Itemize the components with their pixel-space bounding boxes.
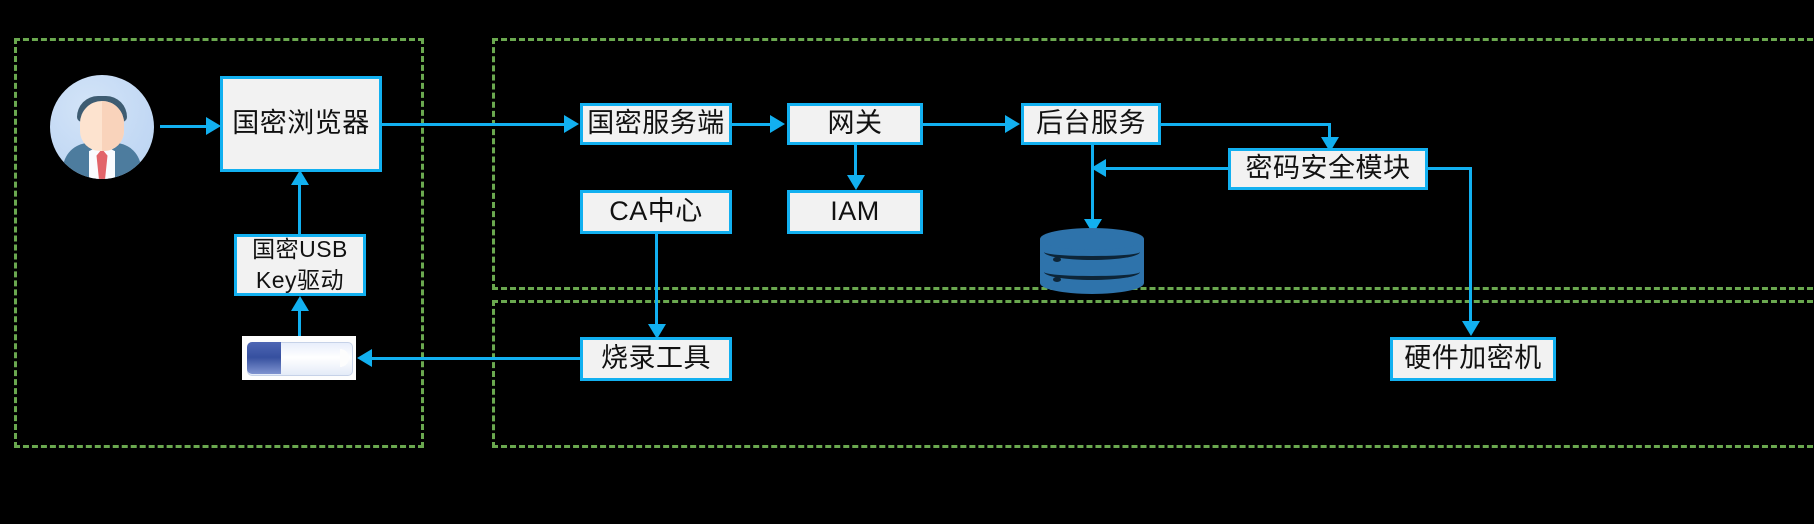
node-usbkey-driver[interactable]: 国密USB Key驱动 — [234, 234, 366, 296]
usbkey-driver-line2: Key驱动 — [255, 267, 345, 293]
client-zone-boundary — [14, 38, 424, 448]
edge-usbkey-to-driver — [298, 310, 301, 356]
arrowhead-crypto-to-hsm — [1462, 321, 1480, 336]
arrowhead-burn-tool-to-usbkey — [357, 349, 372, 367]
edge-gateway-to-backend — [923, 123, 1011, 126]
arrowhead-gateway-to-backend — [1005, 115, 1020, 133]
database-icon — [1040, 228, 1144, 294]
usb-key-icon — [242, 336, 356, 380]
node-ca-center[interactable]: CA中心 — [580, 190, 732, 234]
edge-backend-to-database — [1091, 145, 1094, 223]
node-crypto-module[interactable]: 密码安全模块 — [1228, 148, 1428, 190]
edge-crypto-to-hsm-h — [1428, 167, 1472, 170]
arrowhead-gm-server-to-gateway — [770, 115, 785, 133]
arrowhead-gateway-to-iam — [847, 175, 865, 190]
node-backend[interactable]: 后台服务 — [1021, 103, 1161, 145]
arrowhead-ca-to-burn-tool — [648, 324, 666, 339]
node-gateway[interactable]: 网关 — [787, 103, 923, 145]
edge-crypto-to-hsm-v — [1469, 167, 1472, 325]
edge-driver-to-browser — [298, 184, 301, 234]
edge-gm-server-to-gateway — [732, 123, 770, 126]
edge-browser-to-gm-server — [382, 123, 564, 126]
edge-backend-to-crypto-h — [1161, 123, 1331, 126]
infra-zone-boundary — [492, 300, 1814, 448]
edge-crypto-to-backend — [1106, 167, 1228, 170]
arrowhead-browser-to-gm-server — [564, 115, 579, 133]
arrowhead-crypto-to-backend — [1091, 159, 1106, 177]
node-hsm[interactable]: 硬件加密机 — [1390, 337, 1556, 381]
edge-burn-tool-to-usbkey — [372, 357, 580, 360]
arrowhead-usbkey-to-driver — [291, 296, 309, 311]
node-iam[interactable]: IAM — [787, 190, 923, 234]
edge-gateway-to-iam — [854, 145, 857, 179]
edge-ca-to-burn-tool — [655, 234, 658, 328]
user-avatar-icon — [50, 75, 154, 179]
node-burn-tool[interactable]: 烧录工具 — [580, 337, 732, 381]
usbkey-driver-line1: 国密USB — [252, 235, 348, 262]
node-gm-server[interactable]: 国密服务端 — [580, 103, 732, 145]
server-zone-boundary — [492, 38, 1814, 290]
arrowhead-driver-to-browser — [291, 170, 309, 185]
edge-backend-to-crypto-v — [1328, 123, 1331, 141]
node-browser[interactable]: 国密浏览器 — [220, 76, 382, 172]
arrowhead-user-to-browser — [206, 117, 221, 135]
edge-user-to-browser — [160, 125, 206, 128]
